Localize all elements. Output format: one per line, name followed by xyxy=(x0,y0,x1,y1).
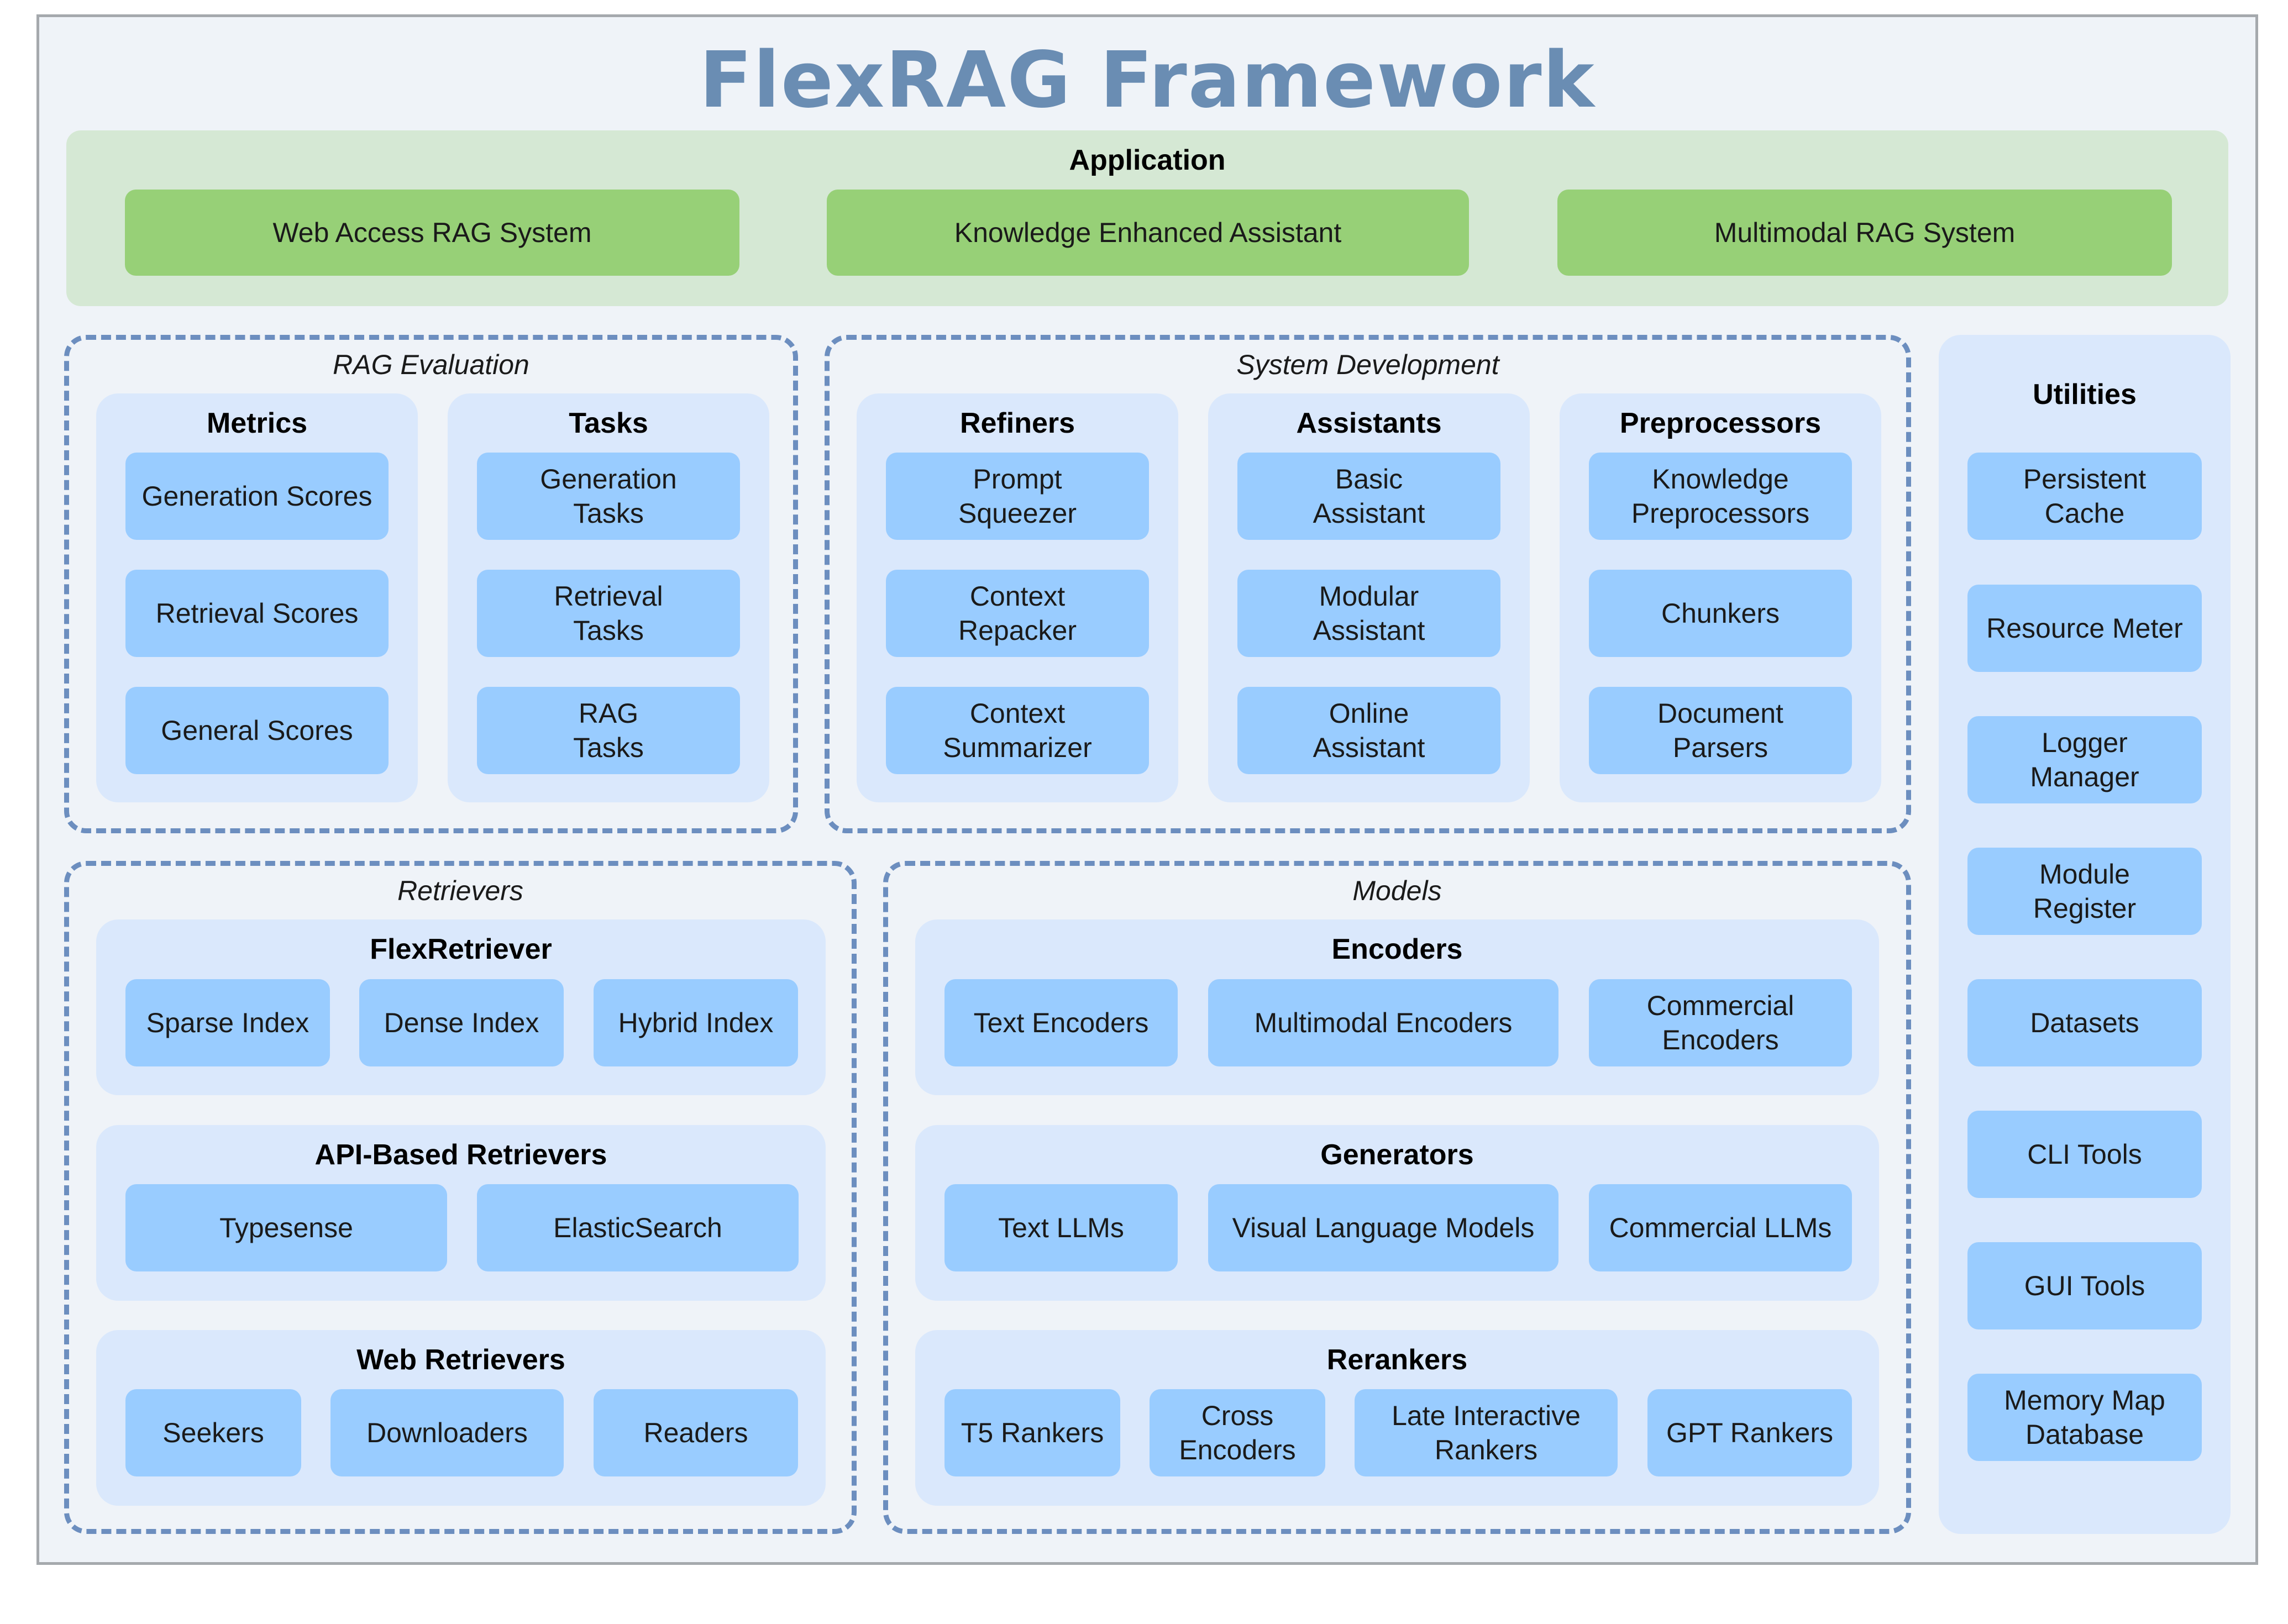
application-item-knowledge-assistant: Knowledge Enhanced Assistant xyxy=(827,190,1469,276)
application-item-multimodal-rag: Multimodal RAG System xyxy=(1557,190,2172,276)
utilities-title: Utilities xyxy=(2033,379,2137,411)
application-item-web-access-rag: Web Access RAG System xyxy=(125,190,739,276)
tasks-item: RAG Tasks xyxy=(477,687,740,774)
retrievers-group xyxy=(64,861,857,1534)
utilities-item: Datasets xyxy=(1967,979,2202,1066)
models-label: Models xyxy=(1352,875,1442,906)
utilities-item: Logger Manager xyxy=(1967,716,2202,803)
metrics-item: Retrieval Scores xyxy=(125,570,389,657)
rag-evaluation-group xyxy=(64,335,798,833)
encoders-item: Text Encoders xyxy=(944,979,1178,1066)
generators-item: Text LLMs xyxy=(944,1184,1178,1271)
metrics-item: General Scores xyxy=(125,687,389,774)
flexretriever-item: Dense Index xyxy=(359,979,564,1066)
assistants-title: Assistants xyxy=(1296,407,1442,439)
api-retrievers-item: ElasticSearch xyxy=(477,1184,799,1271)
utilities-item: Persistent Cache xyxy=(1967,453,2202,540)
retrievers-label: Retrievers xyxy=(397,875,523,906)
preprocessors-item: Knowledge Preprocessors xyxy=(1589,453,1852,540)
refiners-item: Context Summarizer xyxy=(886,687,1149,774)
tasks-item: Retrieval Tasks xyxy=(477,570,740,657)
tasks-item: Generation Tasks xyxy=(477,453,740,540)
metrics-title: Metrics xyxy=(206,407,308,439)
refiners-item: Prompt Squeezer xyxy=(886,453,1149,540)
utilities-item: Memory Map Database xyxy=(1967,1374,2202,1461)
tasks-title: Tasks xyxy=(569,407,648,439)
assistants-item: Online Assistant xyxy=(1237,687,1500,774)
rerankers-item: T5 Rankers xyxy=(944,1389,1120,1476)
flexretriever-item: Sparse Index xyxy=(125,979,330,1066)
web-retrievers-item: Seekers xyxy=(125,1389,301,1476)
system-development-group xyxy=(825,335,1911,833)
utilities-item: Resource Meter xyxy=(1967,585,2202,672)
refiners-title: Refiners xyxy=(959,407,1075,439)
diagram-title: FlexRAG Framework xyxy=(699,35,1596,125)
models-group xyxy=(883,861,1911,1534)
flexretriever-title: FlexRetriever xyxy=(370,933,552,965)
web-retrievers-item: Readers xyxy=(594,1389,798,1476)
rerankers-item: GPT Rankers xyxy=(1647,1389,1852,1476)
utilities-item: GUI Tools xyxy=(1967,1242,2202,1329)
rag-evaluation-label: RAG Evaluation xyxy=(333,349,529,380)
utilities-item: Module Register xyxy=(1967,848,2202,935)
encoders-item: Multimodal Encoders xyxy=(1208,979,1558,1066)
generators-title: Generators xyxy=(1320,1139,1474,1171)
assistants-item: Modular Assistant xyxy=(1237,570,1500,657)
api-retrievers-title: API-Based Retrievers xyxy=(314,1139,607,1171)
refiners-item: Context Repacker xyxy=(886,570,1149,657)
web-retrievers-title: Web Retrievers xyxy=(356,1344,565,1376)
application-label: Application xyxy=(1069,144,1226,176)
preprocessors-item: Chunkers xyxy=(1589,570,1852,657)
web-retrievers-item: Downloaders xyxy=(330,1389,564,1476)
assistants-item: Basic Assistant xyxy=(1237,453,1500,540)
rerankers-item: Late Interactive Rankers xyxy=(1355,1389,1618,1476)
rerankers-title: Rerankers xyxy=(1326,1344,1468,1376)
encoders-title: Encoders xyxy=(1331,933,1463,965)
preprocessors-title: Preprocessors xyxy=(1619,407,1822,439)
api-retrievers-item: Typesense xyxy=(125,1184,447,1271)
utilities-item: CLI Tools xyxy=(1967,1111,2202,1198)
metrics-item: Generation Scores xyxy=(125,453,389,540)
preprocessors-item: Document Parsers xyxy=(1589,687,1852,774)
system-development-label: System Development xyxy=(1236,349,1499,380)
flexretriever-item: Hybrid Index xyxy=(594,979,798,1066)
rerankers-item: Cross Encoders xyxy=(1150,1389,1325,1476)
generators-item: Visual Language Models xyxy=(1208,1184,1558,1271)
encoders-item: Commercial Encoders xyxy=(1589,979,1852,1066)
generators-item: Commercial LLMs xyxy=(1589,1184,1852,1271)
